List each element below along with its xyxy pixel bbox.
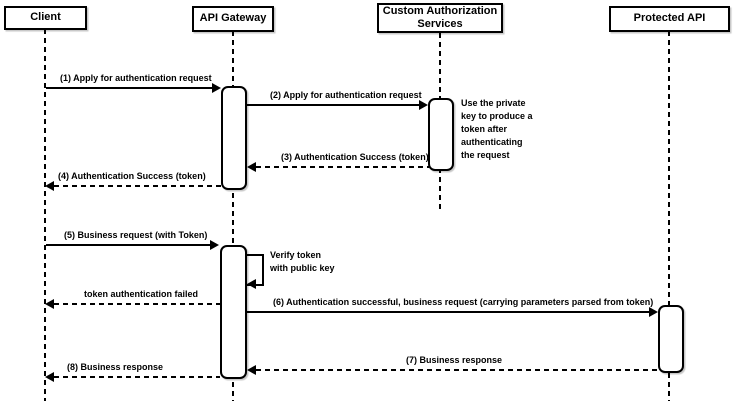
actor-box-custom-authorization-services: Custom Authorization Services — [377, 3, 503, 33]
message-line — [46, 244, 211, 246]
arrowhead-left-icon — [247, 279, 256, 289]
actor-box-api-gateway: API Gateway — [192, 6, 274, 32]
message-line — [54, 185, 221, 187]
activation-custom-authorization-services — [428, 98, 454, 171]
message-label: (8) Business response — [67, 362, 164, 372]
lifeline-api-gateway — [232, 31, 234, 401]
actor-label-api-gateway: API Gateway — [199, 12, 267, 25]
arrowhead-right-icon — [210, 240, 219, 250]
activation-api-gateway-2 — [220, 245, 247, 379]
message-line — [256, 166, 429, 168]
lifeline-protected-api — [668, 31, 670, 401]
message-line — [247, 311, 649, 313]
message-label: (4) Authentication Success (token) — [58, 171, 206, 181]
arrowhead-right-icon — [419, 100, 428, 110]
actor-box-protected-api: Protected API — [609, 6, 730, 32]
actor-label-custom-authorization-services: Custom Authorization Services — [382, 4, 498, 30]
arrowhead-left-icon — [45, 372, 54, 382]
message-label: (3) Authentication Success (token) — [281, 152, 429, 162]
message-line — [246, 104, 420, 106]
lifeline-client — [44, 29, 46, 401]
arrowhead-right-icon — [649, 307, 658, 317]
arrowhead-left-icon — [247, 162, 256, 172]
message-label: Verify token with public key — [270, 250, 335, 273]
actor-label-client: Client — [30, 11, 61, 24]
note-private-key: Use the private key to produce a token a… — [461, 98, 533, 160]
arrowhead-left-icon — [45, 181, 54, 191]
message-label: token authentication failed — [84, 289, 199, 299]
activation-api-gateway-1 — [221, 86, 247, 190]
message-label: (1) Apply for authentication request — [60, 73, 212, 83]
actor-label-protected-api: Protected API — [633, 12, 706, 25]
arrowhead-left-icon — [45, 299, 54, 309]
message-line — [46, 87, 212, 89]
message-label: (6) Authentication successful, business … — [273, 297, 654, 307]
message-line — [54, 303, 220, 305]
message-line — [256, 369, 658, 371]
message-label: (7) Business response — [406, 355, 503, 365]
message-line — [54, 376, 220, 378]
arrowhead-right-icon — [212, 83, 221, 93]
message-label: (2) Apply for authentication request — [270, 90, 422, 100]
activation-protected-api — [658, 305, 684, 373]
message-label: (5) Business request (with Token) — [64, 230, 208, 240]
actor-box-client: Client — [4, 6, 87, 30]
arrowhead-left-icon — [247, 365, 256, 375]
